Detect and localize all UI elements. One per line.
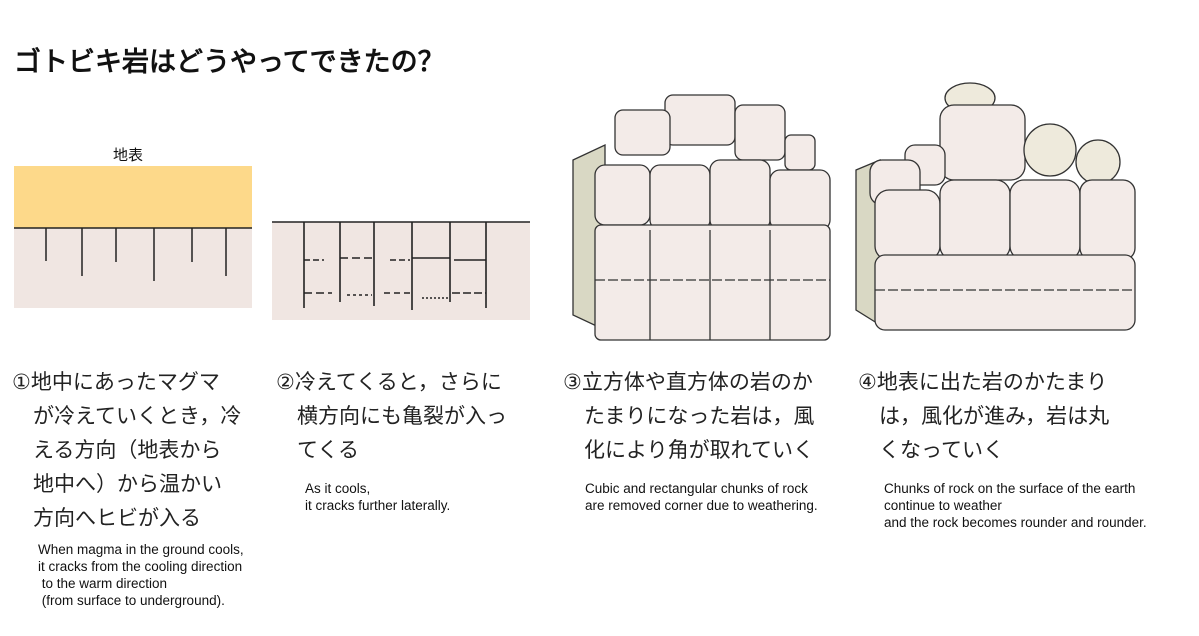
- step-2-jp-text: ②冷えてくると，さらに 横方向にも亀裂が入っ てくる: [276, 370, 507, 462]
- illustration-blocky-rock: [572, 94, 831, 341]
- step-2-en-text: As it cools, it cracks further laterally…: [305, 481, 451, 513]
- step-3-en-text: Cubic and rectangular chunks of rock are…: [585, 481, 818, 513]
- step-1-en-text: When magma in the ground cools, it crack…: [38, 542, 244, 608]
- vertical-cracks: [45, 228, 227, 281]
- step-1-jp-text: ①地中にあったマグマ が冷えていくとき，冷 える方向（地表から 地中へ）から温か…: [12, 370, 242, 530]
- crack-grid: [303, 222, 487, 310]
- illustration-rounded-rock: [855, 82, 1136, 331]
- step-4-en-text: Chunks of rock on the surface of the ear…: [884, 481, 1147, 530]
- page-title: ゴトビキ岩はどうやってできたの？: [14, 47, 445, 78]
- step-4-jp-text: ④地表に出た岩のかたまり は，風化が進み，岩は丸 くなっていく: [858, 370, 1110, 462]
- surface-label: 地表: [113, 146, 144, 164]
- surface-layer: [14, 166, 252, 228]
- illustration-lateral-cracks: [272, 221, 530, 320]
- illustration-vertical-cracks: [14, 166, 252, 308]
- step-3-jp-text: ③立方体や直方体の岩のか たまりになった岩は，風 化により角が取れていく: [563, 370, 815, 462]
- underground-layer: [14, 228, 252, 308]
